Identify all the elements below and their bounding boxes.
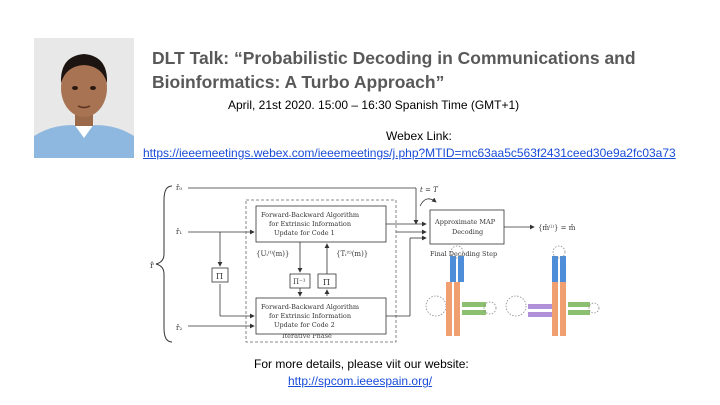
talk-title-line-2: Bioinformatics: A Turbo Approach” xyxy=(152,72,445,92)
decoder-1-line-2: for Extrinsic Information xyxy=(269,220,351,228)
output-label: {m̂⁽ⁱ⁾} = m̂ xyxy=(538,223,576,232)
map-line-1: Approximate MAP xyxy=(434,218,496,226)
decoder-2-box xyxy=(255,297,387,335)
webex-link[interactable]: https://ieeemeetings.webex.com/ieeemeeti… xyxy=(143,146,676,160)
input-r2-label: r̂₂ xyxy=(176,323,182,332)
decoder-2-line-3: Update for Code 2 xyxy=(274,321,335,329)
decoder-1-box xyxy=(255,205,387,243)
more-details-text: For more details, please viit our websit… xyxy=(254,357,469,371)
rna-structure-right xyxy=(505,245,600,336)
interleaver-label-left: Π xyxy=(216,272,223,281)
decoder-2-line-2: for Extrinsic Information xyxy=(269,312,351,320)
talk-title: DLT Talk: “Probabilistic Decoding in Com… xyxy=(152,46,712,94)
final-step-label: Final Decoding Step xyxy=(430,250,497,258)
input-r-label: r̂ xyxy=(150,261,154,270)
interleaver-label-mid: Π xyxy=(323,278,330,287)
t-message-label: {Tᵢ⁽ᵗ⁾(m)} xyxy=(336,249,368,258)
map-decoding-box xyxy=(429,209,505,245)
turbo-decoder-diagram: r̂ r̂₀ r̂₁ r̂₂ Π Iterative Phase Forward… xyxy=(150,183,600,343)
input-r0-label: r̂₀ xyxy=(176,183,182,192)
t-equals-T-label: t = T xyxy=(420,186,439,194)
rna-structure-left xyxy=(425,245,497,336)
speaker-photo xyxy=(34,38,134,158)
decoder-2-line-1: Forward-Backward Algorithm xyxy=(261,303,359,311)
talk-title-line-1: DLT Talk: “Probabilistic Decoding in Com… xyxy=(152,48,636,68)
website-link[interactable]: http://spcom.ieeespain.org/ xyxy=(288,374,433,388)
iterative-phase-box xyxy=(245,199,397,343)
deinterleaver-label: Π⁻¹ xyxy=(293,278,306,286)
map-line-2: Decoding xyxy=(452,228,483,236)
decoder-1-line-3: Update for Code 1 xyxy=(274,229,335,237)
talk-datetime: April, 21st 2020. 15:00 – 16:30 Spanish … xyxy=(228,98,520,112)
input-r1-label: r̂₁ xyxy=(176,227,182,236)
webex-label: Webex Link: xyxy=(386,129,452,143)
interleaver-box-left xyxy=(211,267,229,283)
iterative-phase-label: Iterative Phase xyxy=(282,332,332,340)
u-message-label: {Uᵢ⁽ᵗ⁾(m)} xyxy=(256,249,289,258)
decoder-1-line-1: Forward-Backward Algorithm xyxy=(261,211,359,219)
